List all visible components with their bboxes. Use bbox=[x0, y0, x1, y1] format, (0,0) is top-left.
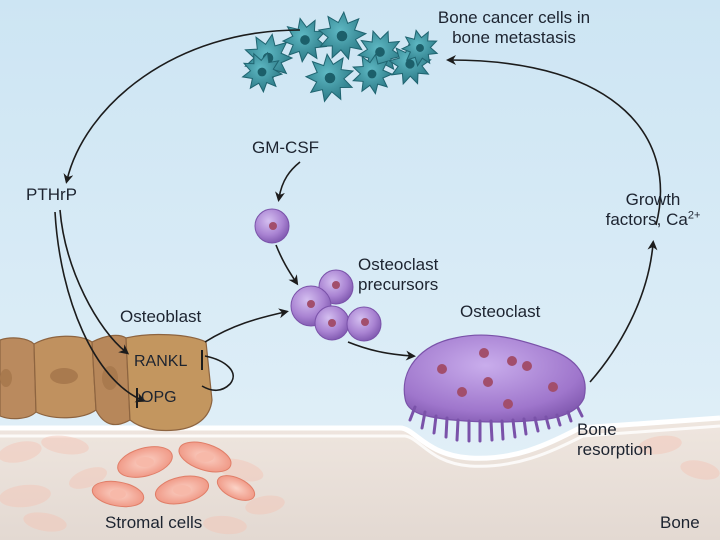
bone-cancer-label: Bone cancer cells in bone metastasis bbox=[434, 8, 594, 48]
osteoclast-precursor-cells bbox=[254, 208, 382, 342]
bone-cancer-cells bbox=[241, 10, 439, 103]
faint-stromal-cells bbox=[0, 435, 720, 535]
osteoclast-precursors-label: Osteoclast precursors bbox=[358, 255, 438, 295]
stromal-cells bbox=[91, 441, 256, 508]
growth-label-text: factors, Ca bbox=[605, 210, 688, 229]
stromal-cells-label: Stromal cells bbox=[105, 513, 203, 532]
gm-csf-label: GM-CSF bbox=[252, 138, 320, 157]
bone-cancer-label-line2: bone metastasis bbox=[452, 28, 576, 47]
pthrp-label: PTHrP bbox=[26, 185, 77, 204]
arrows bbox=[54, 29, 662, 403]
precursors-label-line1: Osteoclast bbox=[358, 255, 439, 274]
bone-resorption-label: Bone resorption bbox=[577, 420, 653, 460]
bone-resorption-line2: resorption bbox=[577, 440, 653, 459]
growth-factors-label: Growth factors, Ca2+ bbox=[598, 190, 708, 230]
opg-label: OPG bbox=[141, 389, 177, 406]
growth-label-line2: factors, Ca2+ bbox=[598, 210, 708, 230]
bone-label: Bone bbox=[660, 513, 700, 532]
inhibition-bars bbox=[136, 350, 203, 408]
cancer-cell-nucleus bbox=[336, 30, 348, 42]
osteoblast-label: Osteoblast bbox=[120, 307, 202, 326]
cancer-cell-nucleus bbox=[367, 69, 377, 79]
osteoblast-cells bbox=[0, 333, 213, 432]
bone-cancer-label-line1: Bone cancer cells in bbox=[437, 8, 591, 27]
bone-resorption-line1: Bone bbox=[577, 420, 617, 439]
precursors-label-line2: precursors bbox=[358, 275, 439, 294]
cancer-cell-nucleus bbox=[257, 67, 267, 77]
cancer-cell-nucleus bbox=[375, 47, 385, 57]
cancer-cell-nucleus bbox=[300, 35, 310, 45]
growth-label-line1: Growth bbox=[625, 190, 681, 209]
growth-label-superscript: 2+ bbox=[687, 209, 701, 222]
osteoclast-cell bbox=[403, 334, 586, 443]
cancer-cell-nucleus bbox=[324, 72, 336, 84]
rankl-label: RANKL bbox=[134, 353, 188, 370]
osteoclast-label: Osteoclast bbox=[460, 302, 541, 321]
cancer-cell-nucleus bbox=[405, 59, 415, 69]
cancer-cell-nucleus bbox=[416, 44, 424, 52]
